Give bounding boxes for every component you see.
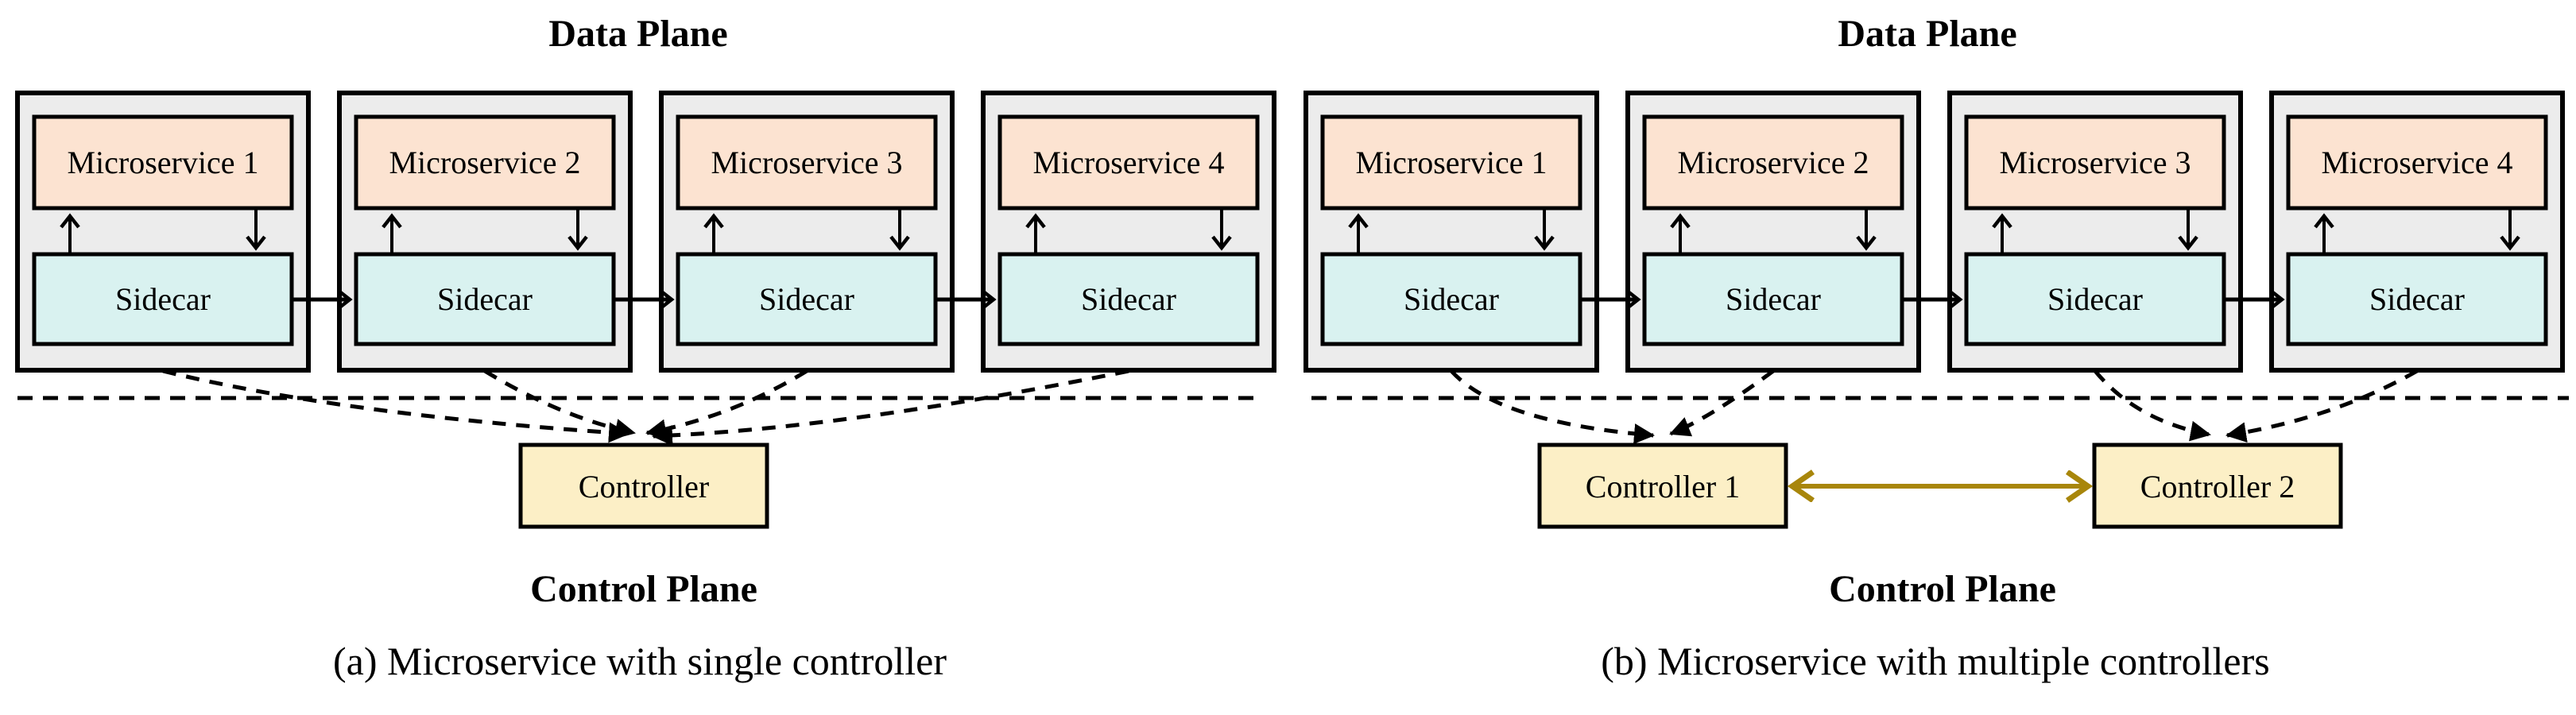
controller-label: Controller <box>579 469 709 504</box>
data-plane-label: Data Plane <box>548 13 727 55</box>
service-group-1: Microservice 1 Sidecar <box>15 91 311 373</box>
microservice-label: Microservice 4 <box>1032 145 1224 180</box>
sidecar-box <box>1320 252 1582 346</box>
microservice-label: Microservice 1 <box>67 145 258 180</box>
figure-caption-b: (b) Microservice with multiple controlle… <box>1601 639 2269 683</box>
sidecar-label: Sidecar <box>2369 281 2465 317</box>
microservice-label: Microservice 2 <box>1677 145 1869 180</box>
microservice-box <box>1642 114 1904 211</box>
service-group-3: Microservice 3 Sidecar <box>659 91 955 373</box>
diagram-single-controller: Data Plane Microservice 1 Sidecar Micros… <box>15 13 1276 683</box>
microservice-box <box>676 114 938 211</box>
service-group-1: Microservice 1 Sidecar <box>1303 91 1599 373</box>
sidecar-label: Sidecar <box>759 281 854 317</box>
sidecar-label: Sidecar <box>437 281 533 317</box>
sidecar-box <box>354 252 616 346</box>
controller-label: Controller 1 <box>1586 469 1740 504</box>
sidecar-label: Sidecar <box>115 281 211 317</box>
service-group-4: Microservice 4 Sidecar <box>981 91 1276 373</box>
service-group-2: Microservice 2 Sidecar <box>337 91 633 373</box>
microservice-box <box>32 114 294 211</box>
control-plane-label: Control Plane <box>1829 568 2056 610</box>
microservice-label: Microservice 1 <box>1355 145 1547 180</box>
controller-box <box>518 443 769 529</box>
controller-box <box>1537 443 1788 529</box>
sidecar-box <box>676 252 938 346</box>
microservice-box <box>1964 114 2226 211</box>
sidecar-to-controller-dashed-arrow <box>483 369 636 439</box>
data-plane-label: Data Plane <box>1838 13 2016 55</box>
sidecar-box <box>2286 252 2548 346</box>
diagram-multiple-controllers: Data Plane Microservice 1 Sidecar Micros… <box>1303 13 2569 683</box>
sidecar-box <box>1642 252 1904 346</box>
sidecar-box <box>32 252 294 346</box>
service-group-3: Microservice 3 Sidecar <box>1947 91 2243 373</box>
sidecar-to-controller-dashed-arrow <box>645 369 808 440</box>
sidecar-to-controller-dashed-arrow <box>2225 369 2419 443</box>
sidecar-label: Sidecar <box>2047 281 2143 317</box>
microservice-box <box>2286 114 2548 211</box>
service-group-2: Microservice 2 Sidecar <box>1625 91 1921 373</box>
microservice-label: Microservice 4 <box>2321 145 2512 180</box>
sidecar-label: Sidecar <box>1726 281 1821 317</box>
sidecar-to-controller-dashed-arrow <box>162 369 629 443</box>
control-plane-label: Control Plane <box>530 568 757 610</box>
controller-box <box>2092 443 2343 529</box>
sidecar-to-controller-dashed-arrow <box>1669 369 1775 437</box>
sidecar-to-controller-dashed-arrow <box>652 369 1129 446</box>
sidecar-label: Sidecar <box>1404 281 1499 317</box>
service-group-4: Microservice 4 Sidecar <box>2269 91 2565 373</box>
controller-label: Controller 2 <box>2140 469 2295 504</box>
microservice-label: Microservice 3 <box>1999 145 2191 180</box>
microservice-box <box>354 114 616 211</box>
microservice-label: Microservice 2 <box>389 145 580 180</box>
sidecar-label: Sidecar <box>1081 281 1176 317</box>
sidecar-box <box>997 252 1260 346</box>
microservice-label: Microservice 3 <box>711 145 902 180</box>
microservice-box <box>1320 114 1582 211</box>
sidecar-to-controller-dashed-arrow <box>2094 369 2211 442</box>
sidecar-box <box>1964 252 2226 346</box>
microservice-box <box>997 114 1260 211</box>
sidecar-to-controller-dashed-arrow <box>1450 369 1655 444</box>
figure-caption-a: (a) Microservice with single controller <box>333 639 947 683</box>
